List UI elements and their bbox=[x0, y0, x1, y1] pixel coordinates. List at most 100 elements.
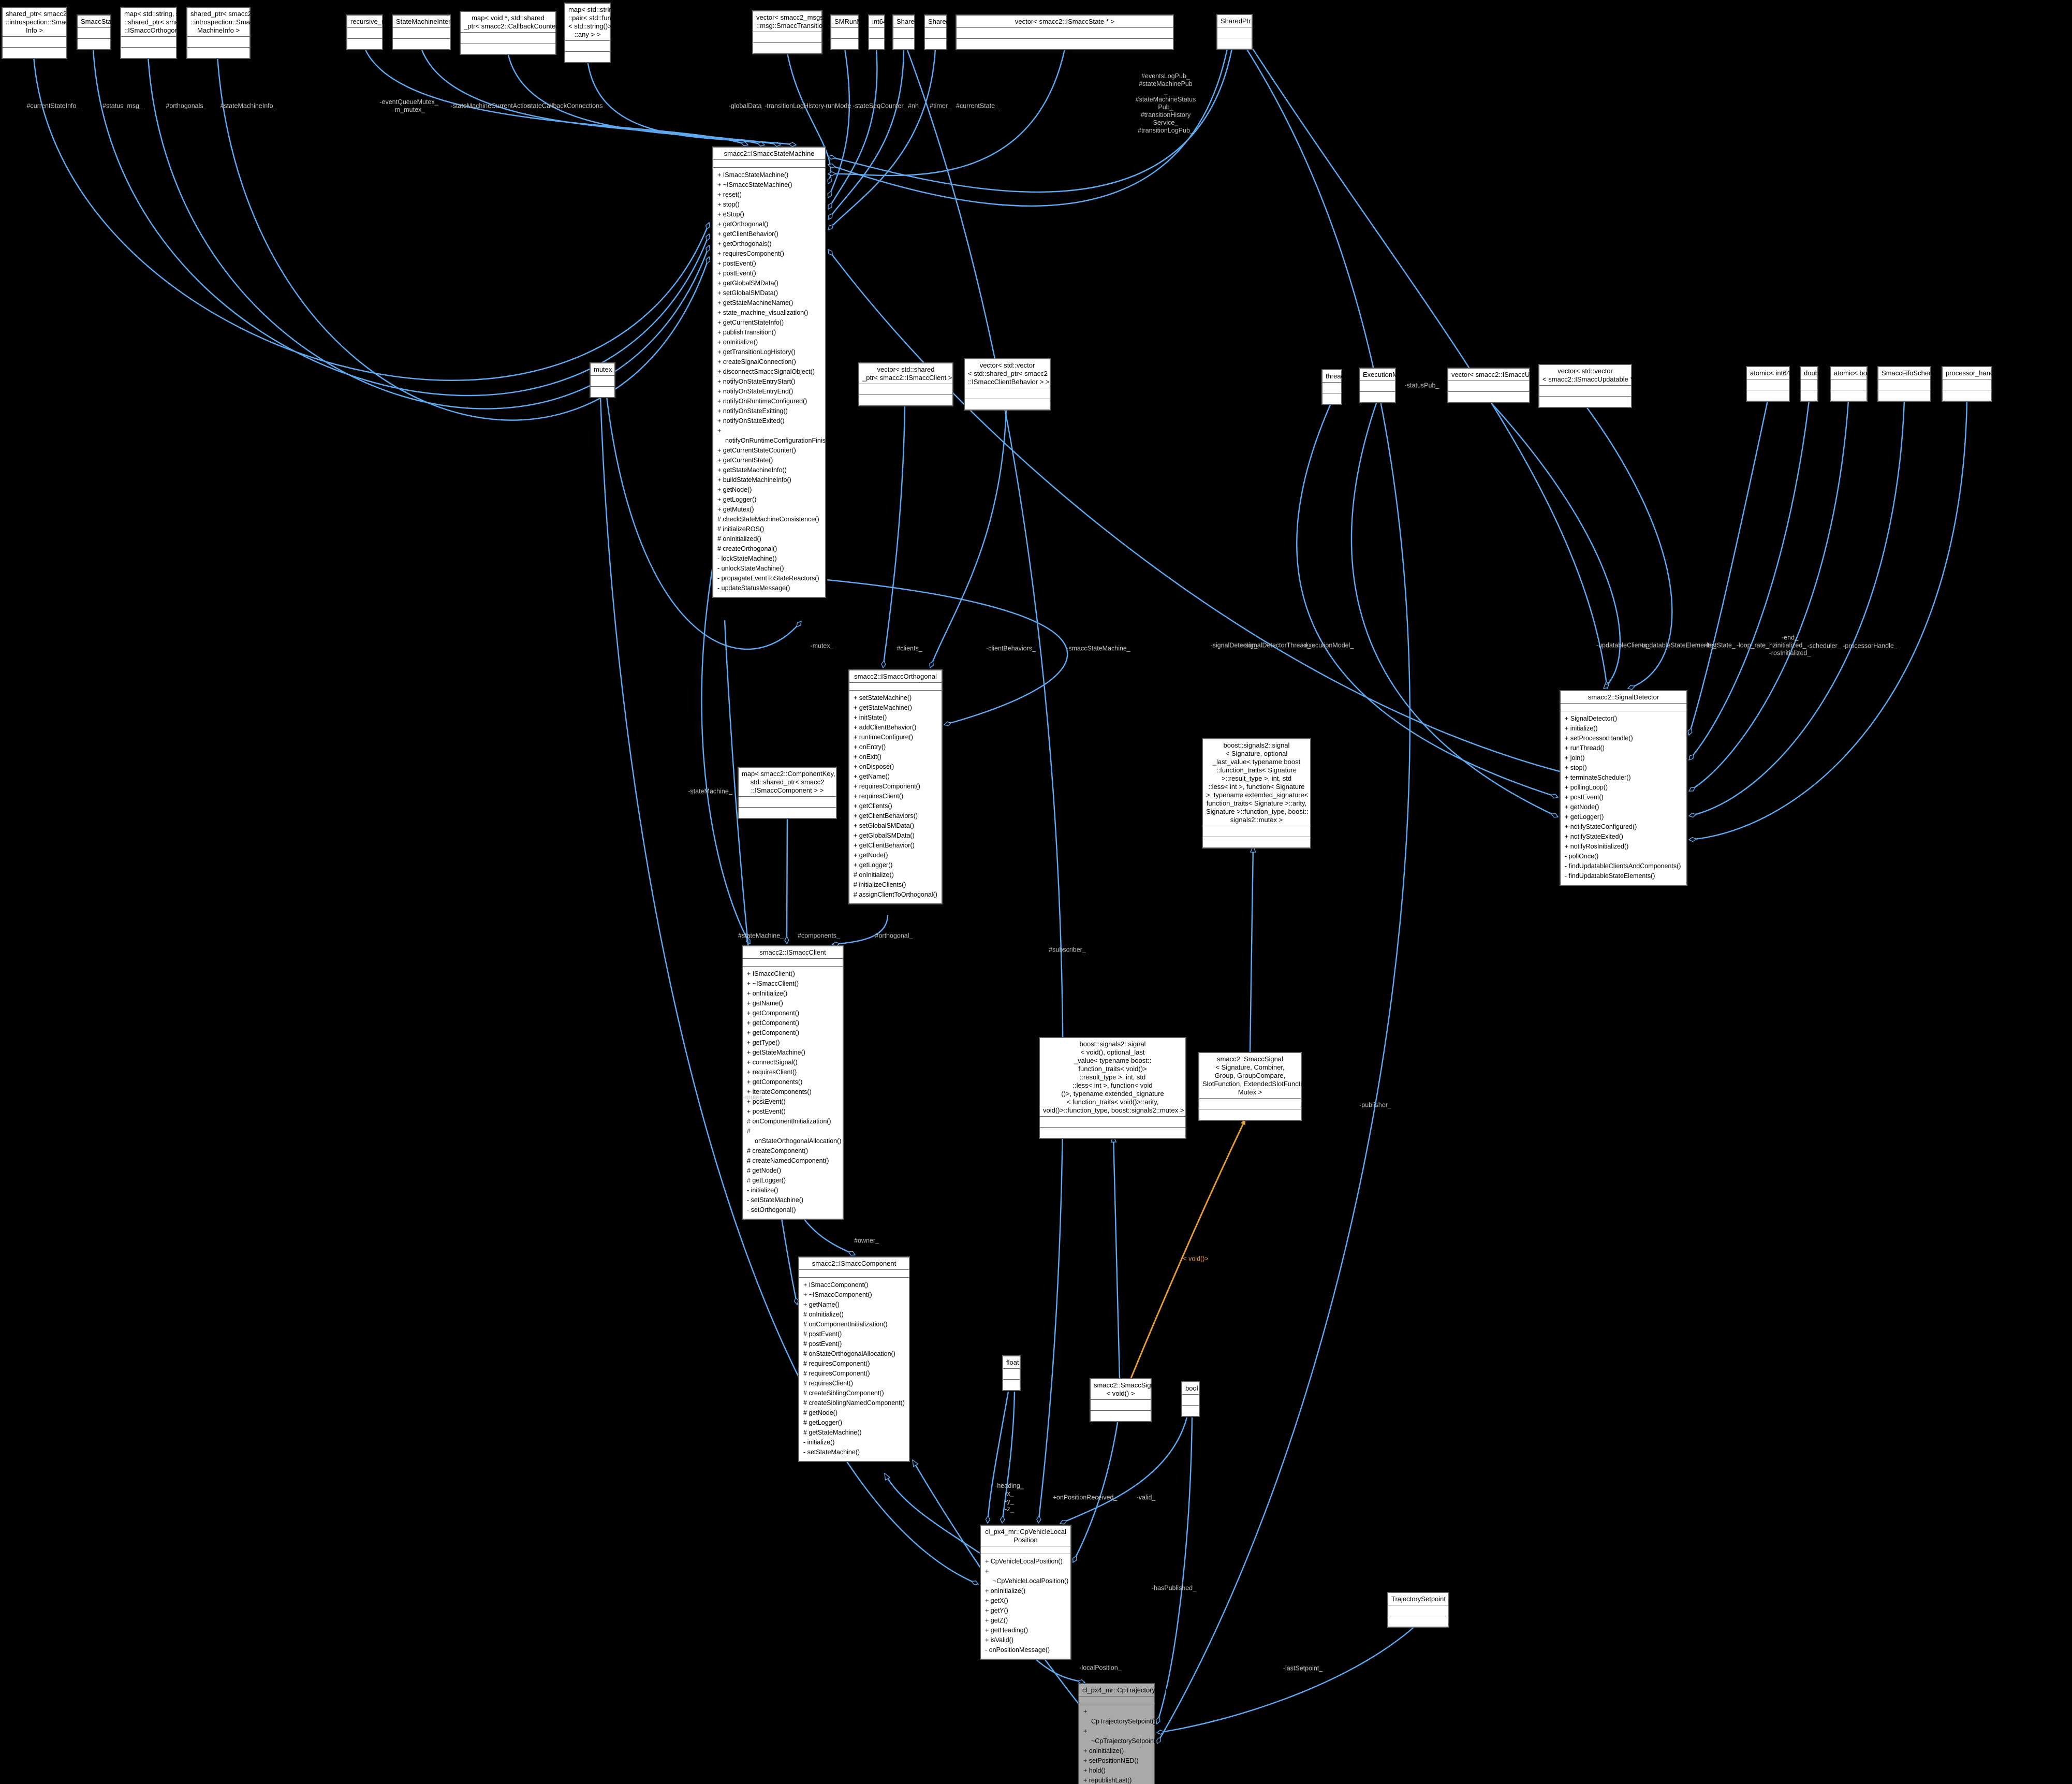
method-entry: + getCurrentStateInfo() bbox=[717, 319, 784, 326]
method-entry: + notifyOnStateExited() bbox=[717, 417, 785, 425]
compartment-divider bbox=[869, 38, 884, 39]
class-title: smacc2::SmaccSignal < void() > bbox=[1094, 1381, 1160, 1397]
class-box-sp-sminfo[interactable]: shared_ptr< smacc2 ::introspection::Smac… bbox=[186, 7, 272, 59]
class-box-map-callback-semaphore[interactable]: map< void *, std::shared _ptr< smacc2::C… bbox=[460, 11, 604, 55]
edge bbox=[832, 914, 889, 944]
method-entry: + ISmaccStateMachine() bbox=[717, 171, 789, 179]
class-box-vec-clients[interactable]: vector< std::shared _ptr< smacc2::ISmacc… bbox=[858, 362, 958, 406]
class-title: map< void *, std::shared _ptr< smacc2::C… bbox=[464, 14, 604, 30]
method-entry: + getLogger() bbox=[854, 861, 893, 869]
method-entry: - initialize() bbox=[803, 1439, 835, 1446]
edge-label: -signalDetectorThread_ bbox=[1243, 641, 1311, 649]
class-box-vec-vec-updatable[interactable]: vector< std::vector < smacc2::ISmaccUpda… bbox=[1538, 364, 1644, 408]
class-box-smaccsignal-template[interactable]: smacc2::SmaccSignal < Signature, Combine… bbox=[1198, 1052, 1312, 1121]
method-entry: + getClients() bbox=[854, 802, 892, 810]
compartment-divider bbox=[849, 682, 942, 683]
method-entry: + CpVehicleLocalPosition() bbox=[985, 1558, 1063, 1565]
class-box-mutex[interactable]: mutex bbox=[590, 362, 615, 398]
class-box-cpvehiclelocalposition[interactable]: cl_px4_mr::CpVehicleLocal Position+ CpVe… bbox=[980, 1525, 1071, 1660]
method-entry: + onInitialize() bbox=[717, 339, 758, 346]
method-entry: + notifyStateExited() bbox=[1565, 833, 1623, 840]
class-box-smaccstatus[interactable]: SmaccStatus bbox=[77, 14, 121, 50]
method-entry: + notifyOnStateExitting() bbox=[717, 407, 788, 415]
class-box-statemachine-internal-action[interactable]: StateMachineInternalAction bbox=[392, 14, 478, 50]
class-box-ismaccorthogonal[interactable]: smacc2::ISmaccOrthogonal+ setStateMachin… bbox=[848, 669, 943, 904]
class-box-smaccsignal-void[interactable]: smacc2::SmaccSignal < void() > bbox=[1090, 1378, 1160, 1422]
class-title: SmaccStatus bbox=[81, 18, 121, 25]
class-box-ismacccomponent[interactable]: smacc2::ISmaccComponent+ ISmaccComponent… bbox=[798, 1256, 910, 1462]
class-title: smacc2::ISmaccStateMachine bbox=[724, 150, 815, 157]
operations-compartment bbox=[3, 48, 66, 58]
class-box-smaccfifoscheduler[interactable]: SmaccFifoScheduler * bbox=[1877, 366, 1948, 402]
class-box-atomic-int64[interactable]: atomic< int64_t > bbox=[1746, 366, 1802, 402]
class-box-double[interactable]: double bbox=[1800, 366, 1824, 402]
attributes-compartment bbox=[859, 384, 952, 394]
class-box-sharedptr-nh[interactable]: SharedPtr bbox=[892, 14, 927, 50]
class-box-vec-clientbehaviors[interactable]: vector< std::vector < std::shared_ptr< s… bbox=[964, 358, 1055, 411]
compartment-divider bbox=[187, 47, 249, 48]
edge bbox=[828, 48, 850, 198]
edge bbox=[883, 405, 906, 668]
class-box-boost-signal-signature[interactable]: boost::signals2::signal < Signature, opt… bbox=[1202, 738, 1311, 849]
compartment-divider bbox=[743, 958, 843, 959]
class-box-executionmodel[interactable]: ExecutionModel bbox=[1359, 368, 1411, 403]
method-entry: + getCurrentState() bbox=[717, 457, 773, 464]
class-box-vec-updatable[interactable]: vector< smacc2::ISmaccUpdatable * > bbox=[1447, 368, 1566, 403]
class-box-thread[interactable]: thread bbox=[1321, 369, 1345, 405]
attributes-compartment bbox=[347, 28, 382, 38]
method-entry: # createComponent() bbox=[747, 1147, 809, 1154]
attributes-compartment bbox=[869, 28, 884, 38]
method-entry: # getLogger() bbox=[747, 1177, 786, 1184]
class-box-recursive-mutex[interactable]: recursive_mutex bbox=[346, 14, 400, 50]
class-box-vec-ismaccstate[interactable]: vector< smacc2::ISmaccState * > bbox=[956, 14, 1174, 50]
edge-label: -clientBehaviors_ bbox=[986, 645, 1036, 652]
class-box-sharedptr-pubs[interactable]: SharedPtr bbox=[1216, 14, 1253, 50]
edge-label: -mutex_ bbox=[810, 642, 834, 650]
class-box-atomic-bool[interactable]: atomic< bool > bbox=[1830, 366, 1878, 402]
attributes-compartment bbox=[713, 160, 825, 167]
class-title: map< smacc2::ComponentKey, std::shared_p… bbox=[742, 770, 835, 794]
operations-compartment bbox=[1747, 390, 1789, 401]
class-title: smacc2::SmaccSignal < Signature, Combine… bbox=[1202, 1055, 1312, 1096]
class-box-sharedptr-timer[interactable]: SharedPtr bbox=[924, 14, 959, 50]
class-box-vec-transitionlog[interactable]: vector< smacc2_msgs ::msg::SmaccTransiti… bbox=[752, 10, 859, 54]
class-title: smacc2::ISmaccClient bbox=[759, 948, 826, 956]
method-entry: + getType() bbox=[747, 1039, 780, 1046]
compartment-divider bbox=[1539, 396, 1631, 397]
class-box-processor-handle[interactable]: processor_handle bbox=[1942, 366, 1999, 402]
edge bbox=[1689, 400, 1849, 792]
class-box-float[interactable]: float bbox=[1002, 1355, 1021, 1391]
class-box-map-globaldata[interactable]: map< std::string, std ::pair< std::funct… bbox=[564, 3, 632, 63]
attributes-compartment bbox=[1561, 704, 1686, 711]
class-box-bool[interactable]: bool bbox=[1181, 1381, 1200, 1417]
class-box-cptrajectorysetpoint[interactable]: cl_px4_mr::CpTrajectorySetpoint+ CpTraje… bbox=[1078, 1683, 1180, 1784]
class-box-map-orthogonals[interactable]: map< std::string, std ::shared_ptr< smac… bbox=[120, 7, 195, 59]
method-entry: + connectSignal() bbox=[747, 1059, 798, 1066]
edge bbox=[828, 48, 1228, 207]
attributes-compartment bbox=[925, 28, 946, 38]
class-box-sp-stateinfo[interactable]: shared_ptr< smacc2 ::introspection::Smac… bbox=[2, 7, 87, 59]
attributes-compartment bbox=[1091, 1400, 1151, 1410]
class-box-trajectorysetpoint[interactable]: TrajectorySetpoint bbox=[1387, 1592, 1449, 1628]
class-box-int64-t[interactable]: int64_t bbox=[868, 14, 892, 50]
class-box-boost-signal-void[interactable]: boost::signals2::signal < void(), option… bbox=[1039, 1037, 1186, 1139]
class-title: float bbox=[1006, 1358, 1019, 1366]
method-entry: # createSiblingNamedComponent() bbox=[803, 1399, 905, 1407]
class-box-ismaccclient[interactable]: smacc2::ISmaccClient+ ISmaccClient()+ ~I… bbox=[742, 945, 844, 1220]
edge bbox=[1157, 1417, 1193, 1724]
edge-label: -executionModel_ bbox=[1302, 641, 1354, 649]
edge bbox=[1060, 1417, 1188, 1524]
edge bbox=[1584, 404, 1673, 689]
methods-list: + CpVehicleLocalPosition()+ ~CpVehicleLo… bbox=[981, 1554, 1070, 1659]
method-entry: + disconnectSmaccSignalObject() bbox=[717, 368, 815, 375]
methods-list: + ISmaccStateMachine()+ ~ISmaccStateMach… bbox=[713, 168, 841, 597]
method-entry: + onInitialize() bbox=[1083, 1747, 1124, 1754]
class-title: boost::signals2::signal < void(), option… bbox=[1043, 1040, 1184, 1114]
class-box-smrunmode[interactable]: SMRunMode bbox=[830, 14, 874, 50]
class-box-map-componentkey[interactable]: map< smacc2::ComponentKey, std::shared_p… bbox=[738, 767, 837, 819]
class-box-signaldetector[interactable]: smacc2::SignalDetector+ SignalDetector()… bbox=[1560, 690, 1687, 886]
edge-label: -scheduler_ bbox=[1807, 642, 1841, 650]
operations-compartment bbox=[565, 52, 610, 62]
class-box-ismaccstatemachine[interactable]: smacc2::ISmaccStateMachine+ ISmaccStateM… bbox=[712, 147, 841, 598]
operations-compartment bbox=[739, 808, 836, 818]
